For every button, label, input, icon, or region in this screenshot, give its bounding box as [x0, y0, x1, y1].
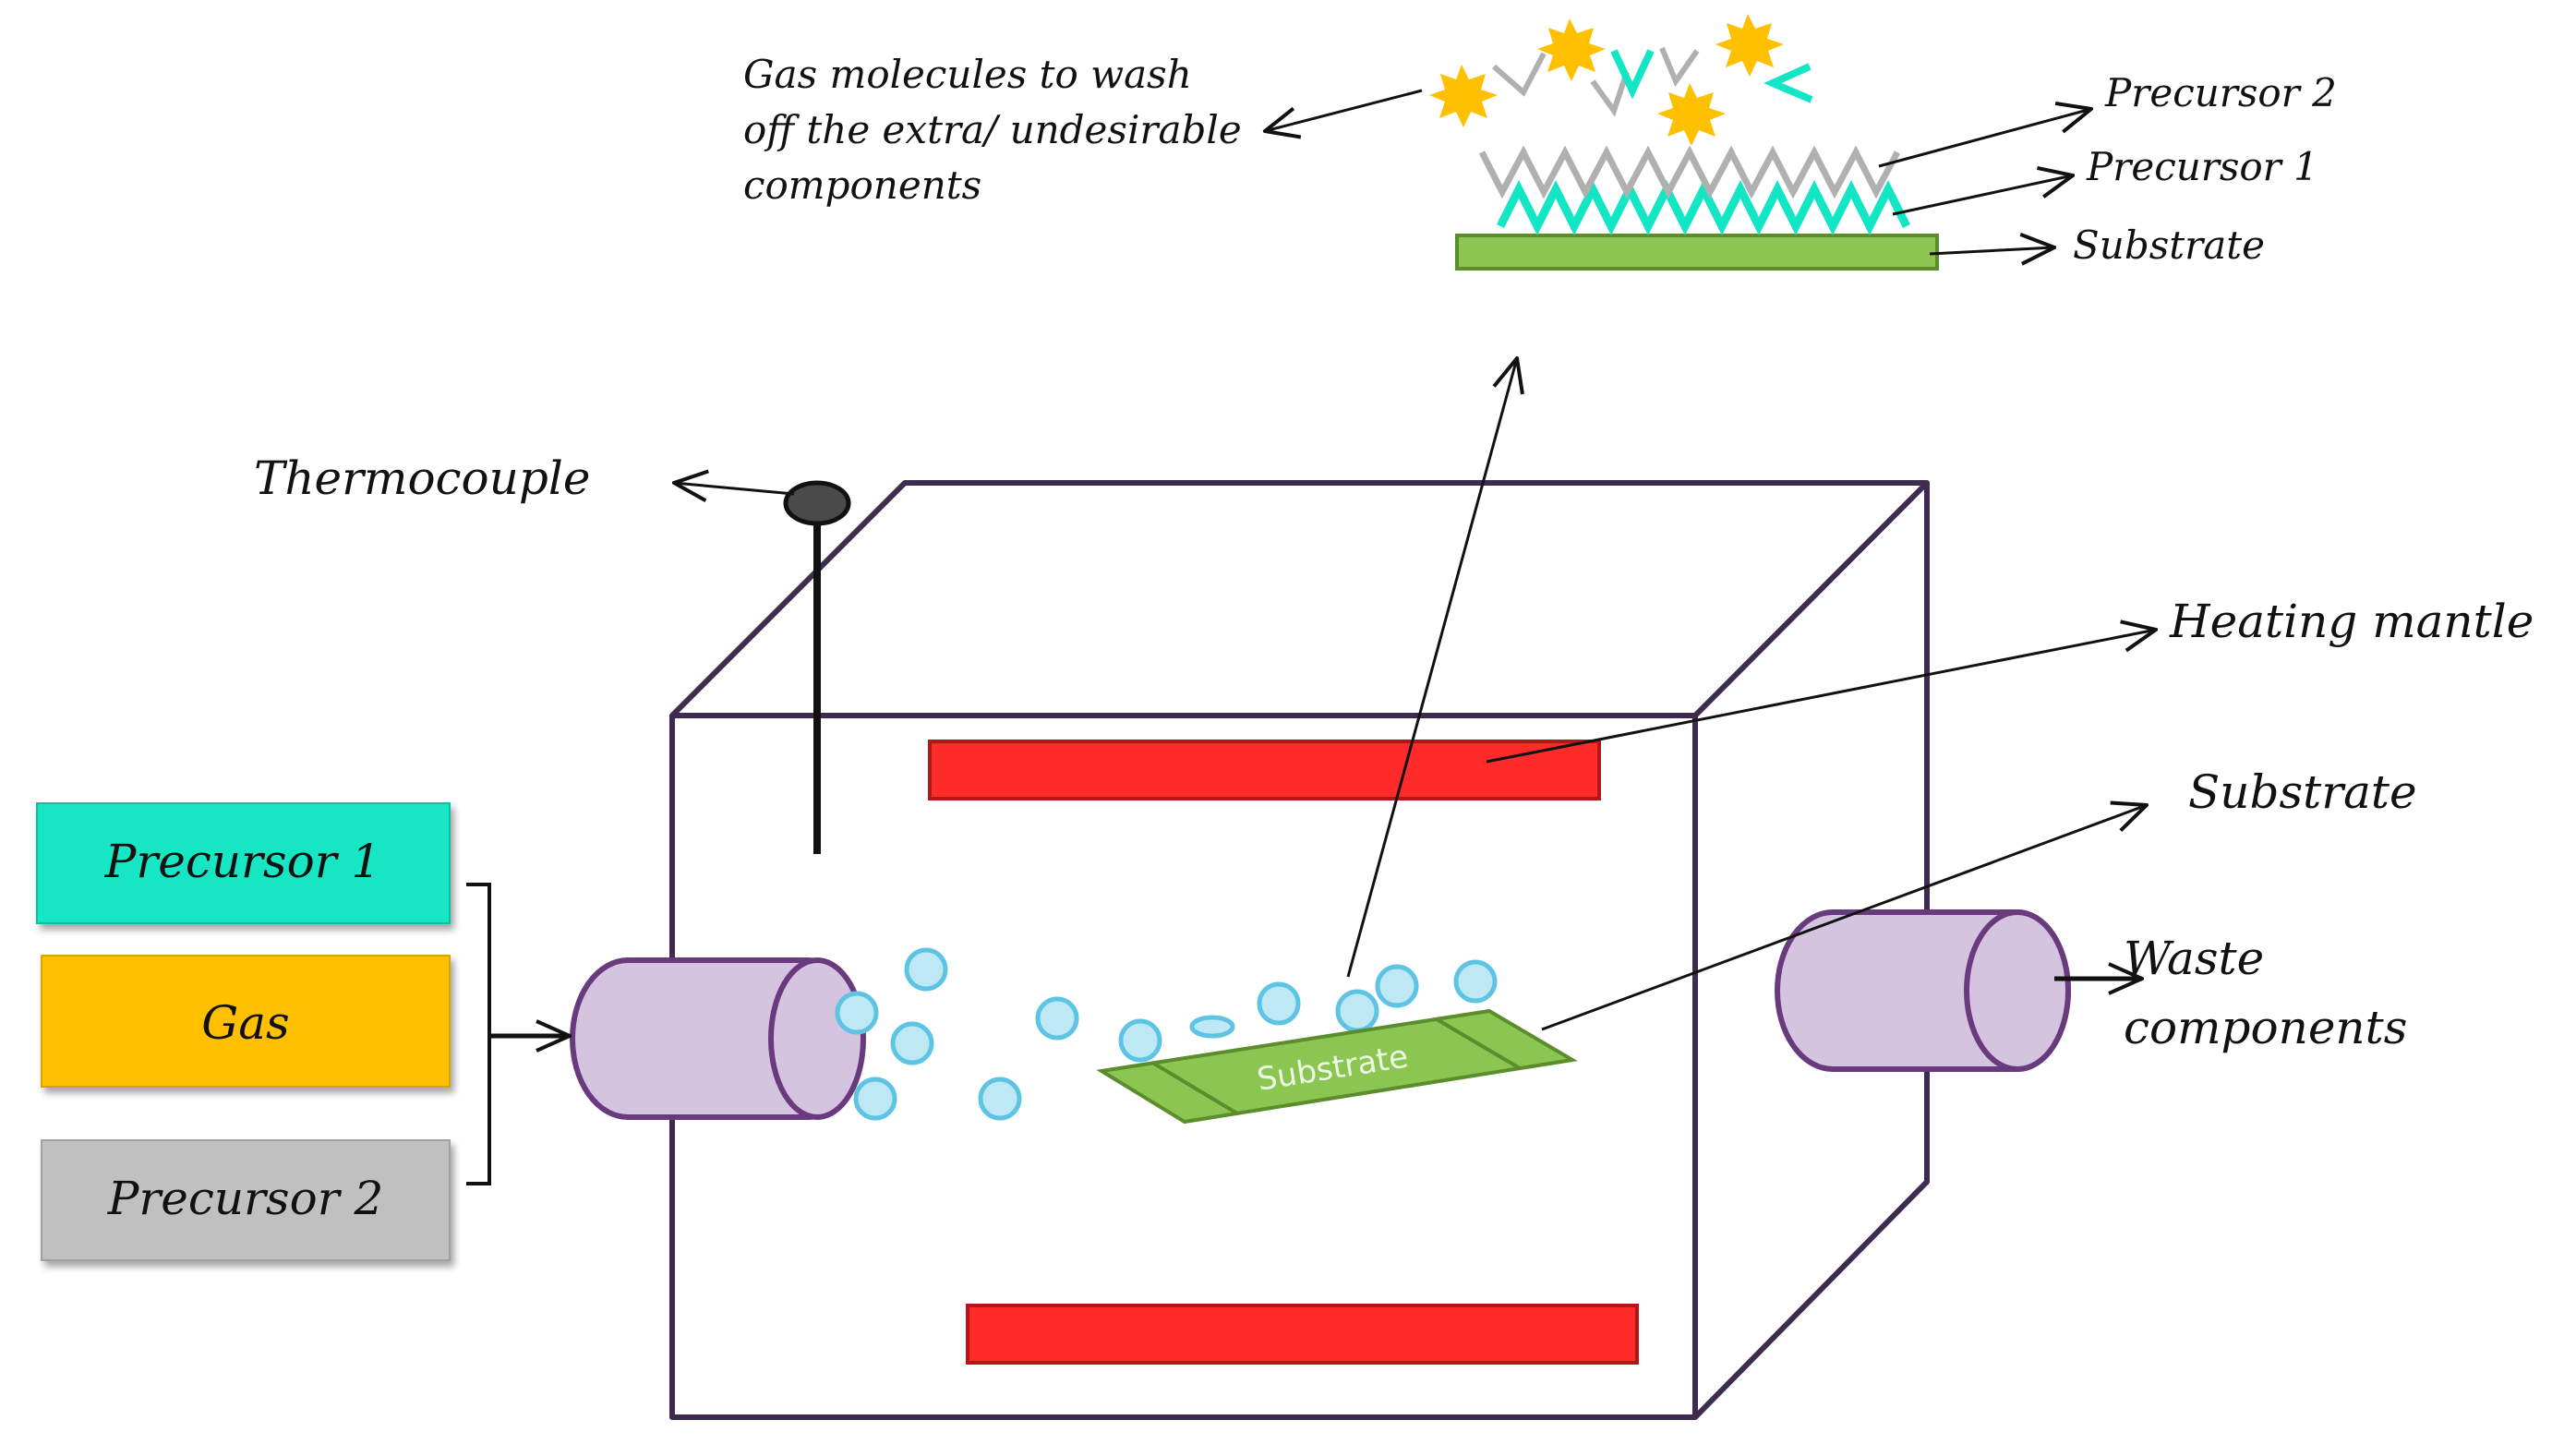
chamber-substrate: Substrate [1096, 1008, 1578, 1125]
precursor2-layer [1478, 145, 1901, 199]
gas-star [1429, 65, 1498, 127]
precursor2-arrow [1878, 109, 2091, 168]
precursor2-box [41, 1139, 451, 1261]
substrate-label: Substrate [2188, 765, 2417, 819]
loose-precursor2-mark [1659, 46, 1700, 88]
gas-bubble [1189, 1015, 1235, 1039]
input-sources: Precursor 1 Gas Precursor 2 [36, 802, 570, 1261]
gas-note-line1: Gas molecules to wash [743, 52, 1192, 97]
top-substrate-label: Substrate [2073, 223, 2265, 268]
inlet-tube [570, 957, 866, 1120]
precursor1-box [36, 802, 451, 924]
gas-note-arrow [1265, 89, 1423, 131]
gas-bubble [1257, 981, 1301, 1026]
input-bracket [466, 883, 491, 1185]
reaction-chamber [669, 480, 1930, 1420]
gas-bubble [1335, 989, 1379, 1033]
thermocouple-head [783, 480, 851, 526]
gas-note-line3: components [743, 162, 981, 208]
loose-precursor2-mark [1492, 52, 1547, 97]
gas-box [41, 955, 451, 1088]
chamber-top-face [669, 480, 1930, 718]
surface-detail-inset: Gas molecules to wash off the extra/ und… [743, 14, 2337, 271]
thermocouple-label: Thermocouple [254, 451, 590, 505]
gas-bubble [1453, 959, 1498, 1004]
loose-precursor2-mark [1590, 71, 1630, 117]
gas-bubbles [835, 947, 1498, 1121]
gas-bubble [1035, 996, 1079, 1041]
gas-bubble [978, 1077, 1022, 1121]
gas-bubble [1375, 964, 1419, 1008]
gas-star [1657, 83, 1726, 146]
top-substrate-arrow [1929, 247, 2054, 254]
gas-bubble [1118, 1018, 1162, 1063]
waste-label-line1: Waste [2124, 932, 2264, 985]
gas-molecules [1429, 14, 1784, 146]
gas-star [1715, 14, 1784, 77]
top-precursor1-label: Precursor 1 [2086, 144, 2318, 189]
gas-bubble [835, 991, 879, 1035]
inset-pointer-arrow [1346, 358, 1517, 978]
thermocouple-arrow [674, 483, 795, 494]
loose-precursor1-mark [1610, 49, 1655, 100]
substrate-plate-edge [1435, 1017, 1522, 1070]
heating-mantle-top [928, 740, 1601, 800]
gas-star [1537, 18, 1606, 81]
inlet-tube-mouth [768, 957, 866, 1120]
thermocouple: Thermocouple [254, 451, 851, 854]
precursor1-arrow [1892, 175, 2073, 216]
gas-bubble [853, 1077, 897, 1121]
chamber-right-face [1692, 483, 1930, 1420]
precursor1-layer [1496, 179, 1911, 236]
substrate-plate [1096, 1008, 1578, 1125]
outlet-tube-end [1964, 909, 2071, 1072]
substrate-plate-edge [1152, 1062, 1239, 1115]
gas-bubble [904, 947, 948, 992]
gas-box-label: Gas [201, 996, 289, 1050]
gas-note-line2: off the extra/ undesirable [743, 107, 1242, 152]
outlet-tube: Waste components [1775, 909, 2407, 1072]
precursor2-box-label: Precursor 2 [107, 1172, 384, 1225]
top-precursor2-label: Precursor 2 [2104, 70, 2337, 115]
gas-bubble [890, 1021, 934, 1065]
inset-substrate-bar [1455, 234, 1939, 271]
heating-mantle-arrow [1486, 630, 2156, 764]
heating-mantle-bottom [966, 1304, 1639, 1365]
substrate-arrow [1541, 805, 2147, 1031]
precursor1-box-label: Precursor 1 [104, 835, 381, 888]
loose-precursor1-mark [1763, 63, 1813, 103]
waste-label-line2: components [2124, 1001, 2407, 1054]
heating-mantle-label: Heating mantle [2169, 595, 2534, 648]
